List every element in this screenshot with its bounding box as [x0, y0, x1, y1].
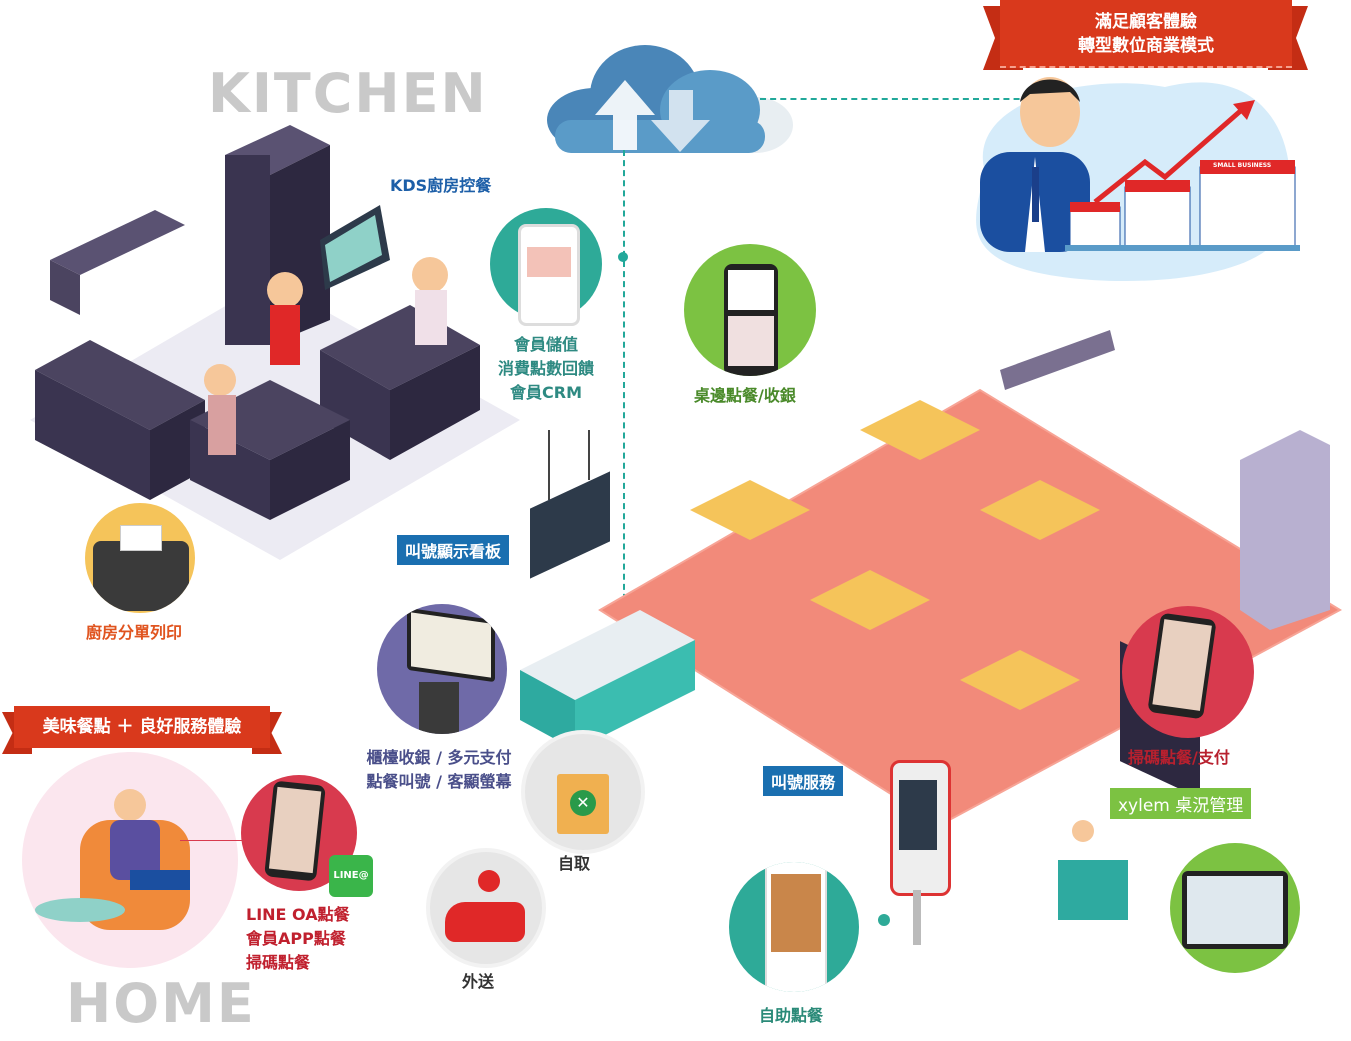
handheld-pos-icon [724, 264, 778, 376]
tableside-circle [684, 244, 816, 376]
phone-icon [264, 780, 326, 882]
member-label-2: 消費點數回饋 [497, 359, 594, 378]
kitchen-printer-circle [85, 503, 195, 613]
dining-floor-illustration [560, 310, 1351, 830]
phone-icon [518, 224, 580, 326]
xylem-label: xylem 桌況管理 [1110, 788, 1252, 819]
tableside-label: 桌邊點餐/收銀 [694, 386, 796, 405]
self-order-circle [729, 862, 859, 992]
store-sign: SMALL BUSINESS [1213, 162, 1272, 169]
scan-pay-circle [1122, 606, 1254, 738]
scooter-icon [445, 902, 525, 942]
kitchen-heading: KITCHEN [208, 62, 488, 125]
connector-dot [618, 252, 628, 262]
pickup-label: 自取 [558, 854, 591, 873]
table-management-circle [1170, 843, 1300, 973]
home-order-label-2: 會員APP點餐 [246, 929, 346, 948]
delivery-circle [426, 848, 546, 968]
self-order-label: 自助點餐 [759, 1006, 824, 1025]
counter-label-1: 櫃檯收銀 / 多元支付 [366, 748, 512, 767]
line-badge: LINE@ [329, 855, 373, 897]
call-service-label: 叫號服務 [763, 766, 844, 796]
pickup-circle: ✕ [521, 730, 645, 854]
member-label-1: 會員儲值 [513, 335, 578, 354]
top-banner: 滿足顧客體驗 轉型數位商業模式 [1000, 0, 1292, 68]
kds-label: KDS廚房控餐 [390, 176, 492, 195]
pos-circle [377, 604, 507, 734]
kitchen-print-label: 廚房分單列印 [86, 623, 183, 642]
tablet-icon [1182, 871, 1288, 949]
counter-illustration [520, 600, 700, 750]
takeout-bag-icon: ✕ [557, 774, 609, 834]
connector-line [180, 840, 242, 841]
scan-pay-label: 掃碼點餐/支付 [1128, 748, 1230, 767]
counter-label-2: 點餐叫號 / 客顯螢幕 [366, 772, 512, 791]
home-heading: HOME [66, 972, 256, 1035]
waiter-counter-illustration [1058, 820, 1138, 930]
home-banner: 美味餐點 ＋ 良好服務體驗 [14, 706, 270, 748]
business-growth-illustration: SMALL BUSINESS [965, 62, 1305, 287]
member-app-circle [490, 208, 602, 326]
kitchen-illustration [30, 120, 530, 580]
home-order-label-1: LINE OA點餐 [246, 905, 350, 924]
connector-line [760, 98, 1050, 100]
delivery-label: 外送 [462, 972, 495, 991]
kiosk-icon [765, 862, 827, 992]
call-board-display [530, 430, 615, 579]
cloud-icon [545, 40, 795, 155]
pos-terminal-icon [407, 607, 495, 683]
phone-icon [1147, 612, 1217, 720]
member-label-3: 會員CRM [510, 383, 582, 402]
connector-dot [878, 914, 890, 926]
connector-line [623, 150, 625, 610]
banner-line-1: 滿足顧客體驗 [1095, 12, 1197, 32]
kiosk-illustration [885, 760, 955, 955]
banner-line-2: 轉型數位商業模式 [1078, 36, 1214, 56]
home-illustration [20, 750, 250, 980]
home-order-label-3: 掃碼點餐 [246, 953, 311, 972]
call-board-label: 叫號顯示看板 [397, 535, 510, 565]
printer-icon [93, 541, 189, 611]
